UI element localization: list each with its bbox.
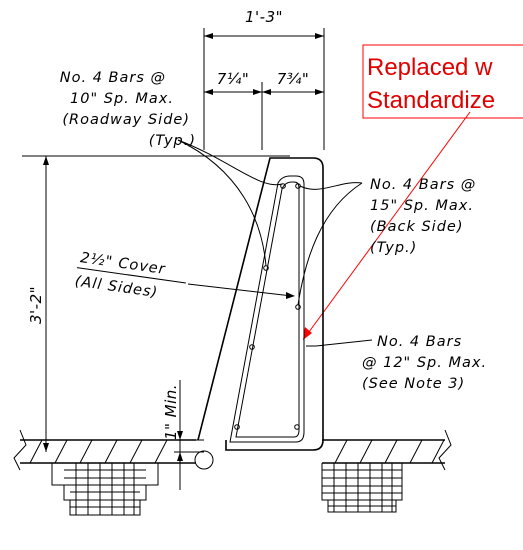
dimension-overall-width: 1'-3" bbox=[203, 8, 325, 150]
revision-stamp-line-1: Replaced w bbox=[367, 54, 493, 81]
dimension-front-width-label: 7¼" bbox=[217, 70, 249, 88]
callout-back-line-1: No. 4 Bars @ bbox=[370, 177, 476, 193]
barrier-outline bbox=[194, 157, 324, 470]
revision-stamp: Replaced w Standardize bbox=[362, 44, 523, 119]
revision-stamp-line-2: Standardize bbox=[367, 87, 495, 114]
callout-long-line-1: No. 4 Bars bbox=[377, 334, 462, 350]
dimension-back-width-label: 7¾" bbox=[277, 70, 309, 88]
dimension-min-embed: 1" Min. bbox=[162, 380, 204, 490]
dimension-overall-width-label: 1'-3" bbox=[245, 8, 283, 26]
callout-long-line-3: (See Note 3) bbox=[362, 376, 465, 392]
callout-back-bars: No. 4 Bars @ 15" Sp. Max. (Back Side) (T… bbox=[297, 177, 476, 306]
callout-roadway-line-1: No. 4 Bars @ bbox=[60, 70, 166, 86]
dimension-height: 3'-2" bbox=[22, 155, 290, 452]
reinforcement-cage bbox=[229, 175, 305, 443]
dimension-split-width: 7¼" 7¾" bbox=[204, 70, 324, 150]
dimension-min-embed-label: 1" Min. bbox=[162, 384, 180, 440]
callout-long-bars: No. 4 Bars @ 12" Sp. Max. (See Note 3) bbox=[306, 334, 487, 392]
callout-roadway-bars: No. 4 Bars @ 10" Sp. Max. (Roadway Side)… bbox=[60, 70, 283, 267]
base-course-left bbox=[51, 463, 159, 516]
base-course-right bbox=[321, 463, 403, 513]
callout-back-line-2: 15" Sp. Max. bbox=[370, 198, 474, 214]
callout-back-line-3: (Back Side) bbox=[370, 219, 463, 235]
callout-long-line-2: @ 12" Sp. Max. bbox=[362, 355, 487, 371]
revision-leader-arrow bbox=[303, 111, 471, 340]
callout-roadway-line-4: (Typ.) bbox=[149, 133, 196, 149]
ground-slab bbox=[13, 429, 452, 471]
callout-back-line-4: (Typ.) bbox=[370, 240, 417, 256]
dimension-height-label: 3'-2" bbox=[27, 286, 45, 324]
callout-roadway-line-3: (Roadway Side) bbox=[62, 112, 190, 128]
callout-roadway-line-2: 10" Sp. Max. bbox=[70, 91, 174, 107]
